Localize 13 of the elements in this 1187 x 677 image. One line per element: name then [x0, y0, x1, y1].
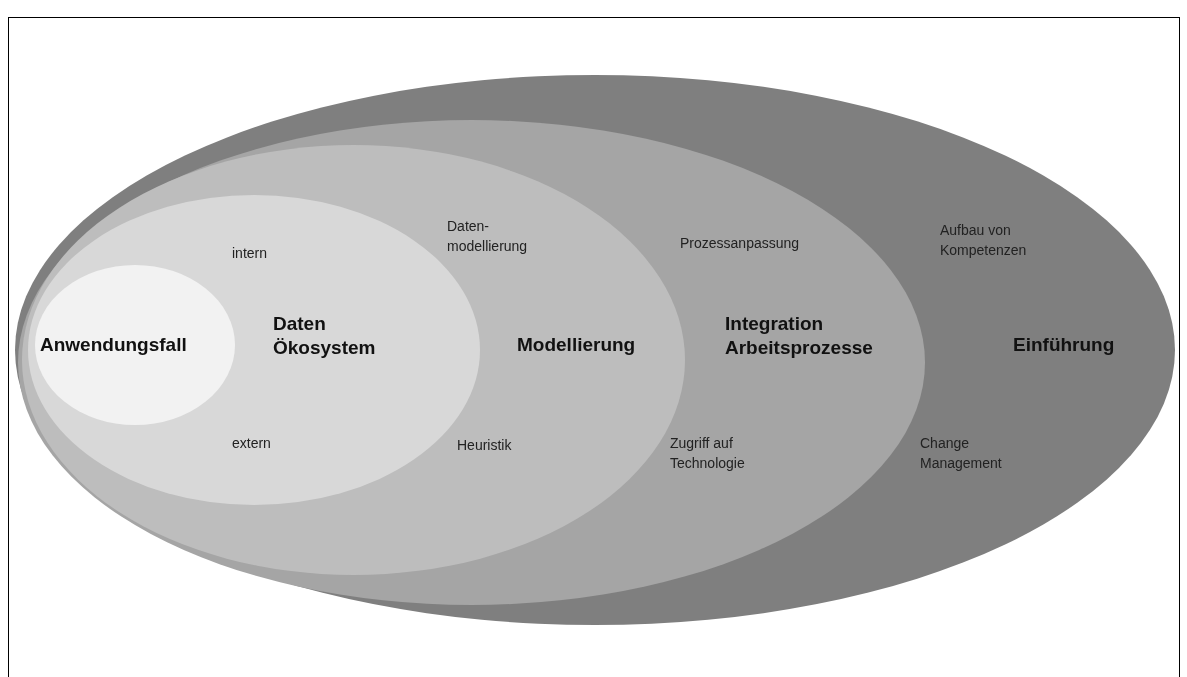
layer-title: Einführung [1013, 333, 1116, 357]
layer-item-label: Zugriff auf Technologie [670, 434, 746, 473]
layer-title: Integration Arbeitsprozesse [725, 312, 874, 360]
layer-item-label: Prozessanpassung [680, 234, 801, 253]
layer-title: Daten Ökosystem [273, 312, 377, 360]
layer-item-label: intern [232, 244, 269, 263]
layer-item-label: Aufbau von Kompetenzen [940, 221, 1028, 260]
layer-item-label: extern [232, 434, 272, 453]
layer-item-label: Daten- modellierung [447, 217, 529, 256]
layer-item-label: Heuristik [457, 436, 513, 455]
layer-title: Anwendungsfall [40, 333, 188, 357]
layer-title: Modellierung [517, 333, 637, 357]
layer-item-label: Change Management [920, 434, 1003, 473]
